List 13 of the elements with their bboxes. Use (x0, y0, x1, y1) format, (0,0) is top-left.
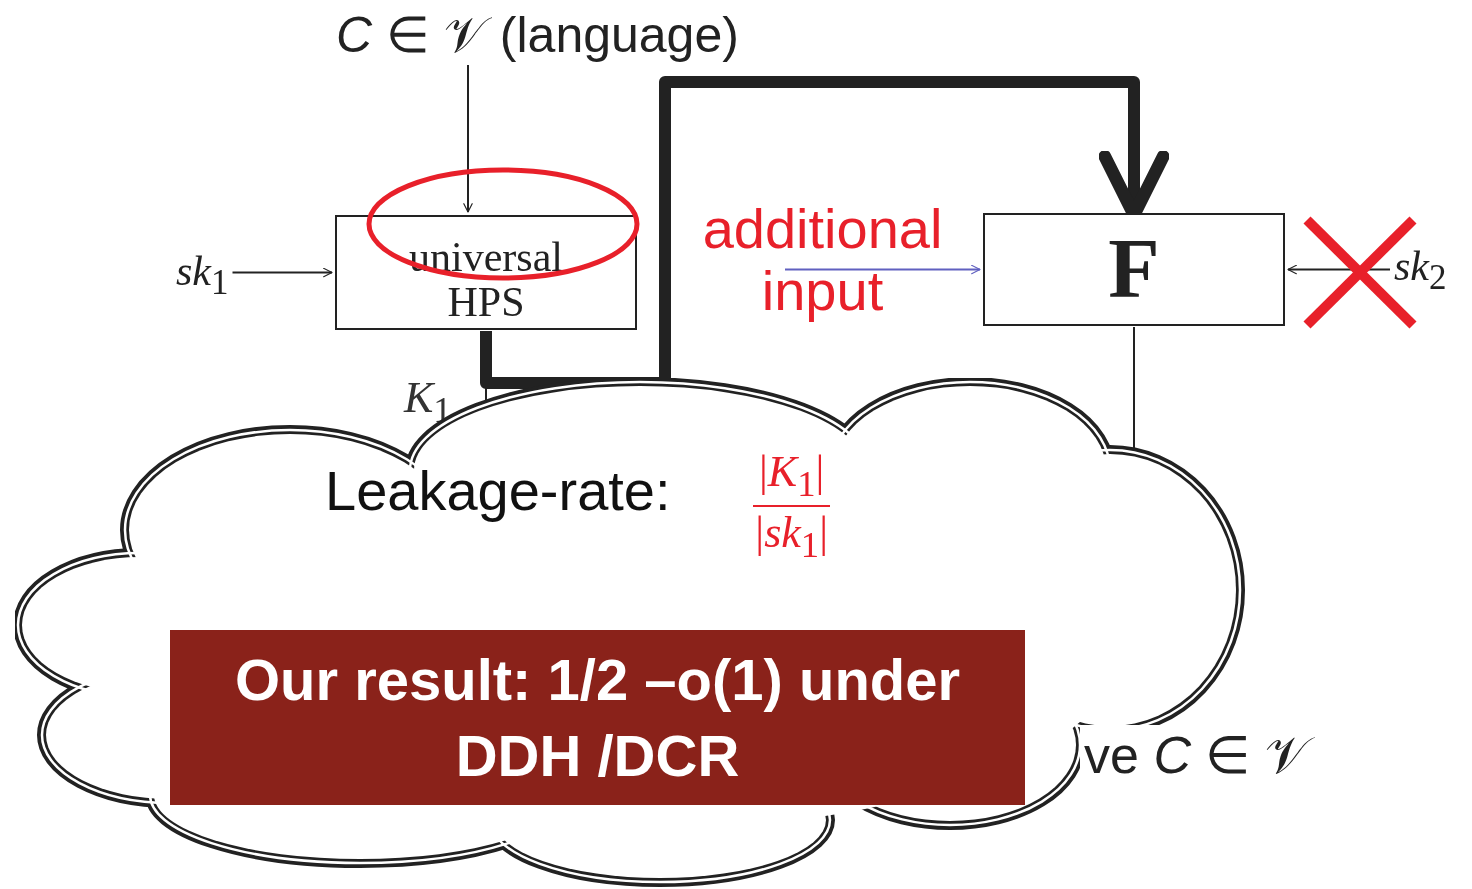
input-label: sk$_{1}$ (176, 248, 229, 303)
arrow (231, 267, 333, 278)
input-label: sk$_{2}$ (1394, 243, 1447, 298)
fraction: |K$_{1}$| |sk$_{1}$| (753, 446, 831, 566)
arrow (463, 64, 473, 213)
result-banner: Our result: 1/2 –o(1) under DDH /DCR (170, 630, 1025, 805)
arrow (480, 76, 1170, 389)
input-label: additional input (680, 198, 965, 322)
language-label: C ∈ 𝒱 (language) (336, 8, 739, 63)
arrow (784, 264, 981, 275)
leakage-rate-label: Leakage-rate: (325, 458, 671, 523)
function-box: F (983, 213, 1285, 326)
process-box: universal HPS (335, 215, 637, 330)
